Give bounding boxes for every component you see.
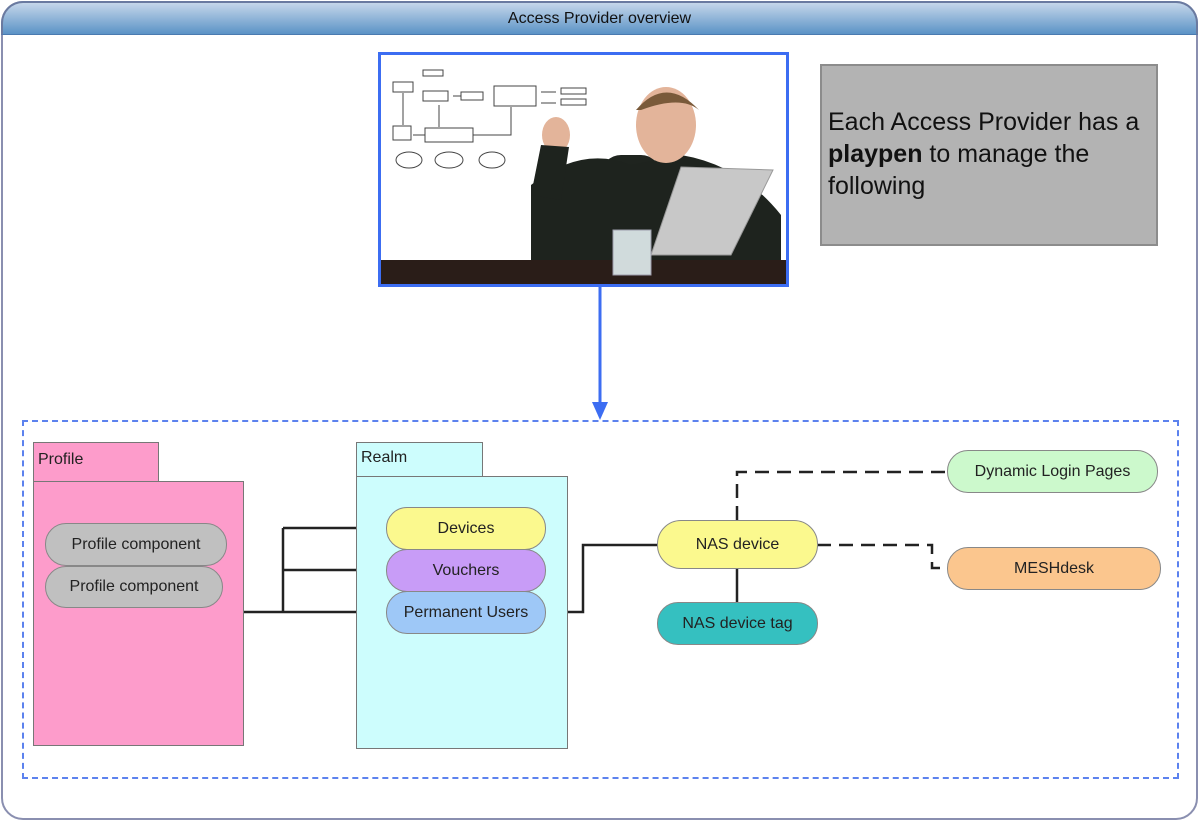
profile-component[interactable]: Profile component <box>45 566 223 608</box>
note-text: Each Access Provider has a <box>828 108 1140 136</box>
realm-nas-connector <box>567 543 657 614</box>
realm-tab: Realm <box>356 442 483 478</box>
diagram-title: Access Provider overview <box>1 1 1198 35</box>
photo-illustration <box>381 69 786 284</box>
profile-package <box>33 481 244 746</box>
profile-realm-connector <box>243 526 386 614</box>
note-bold-text: playpen <box>828 140 923 168</box>
playpen-note: Each Access Provider has a playpen to ma… <box>820 64 1158 246</box>
arrow-head-icon <box>592 402 608 420</box>
playpen-container <box>22 420 1179 779</box>
note-text-end: to manage the following <box>828 140 1090 200</box>
dynamic-login-pages-node[interactable]: Dynamic Login Pages <box>947 450 1158 493</box>
profile-tab: Profile <box>33 442 159 482</box>
meshdesk-node[interactable]: MESHdesk <box>947 547 1161 590</box>
nas-meshdesk-connector <box>817 543 947 570</box>
nas-device-node[interactable]: NAS device <box>657 520 818 569</box>
nas-device-tag-node[interactable]: NAS device tag <box>657 602 818 645</box>
permanent-users-node[interactable]: Permanent Users <box>386 591 546 634</box>
nas-login-connector <box>735 470 947 520</box>
profile-component[interactable]: Profile component <box>45 523 227 566</box>
vouchers-node[interactable]: Vouchers <box>386 549 546 592</box>
devices-node[interactable]: Devices <box>386 507 546 550</box>
person-drawing-photo <box>378 52 789 287</box>
